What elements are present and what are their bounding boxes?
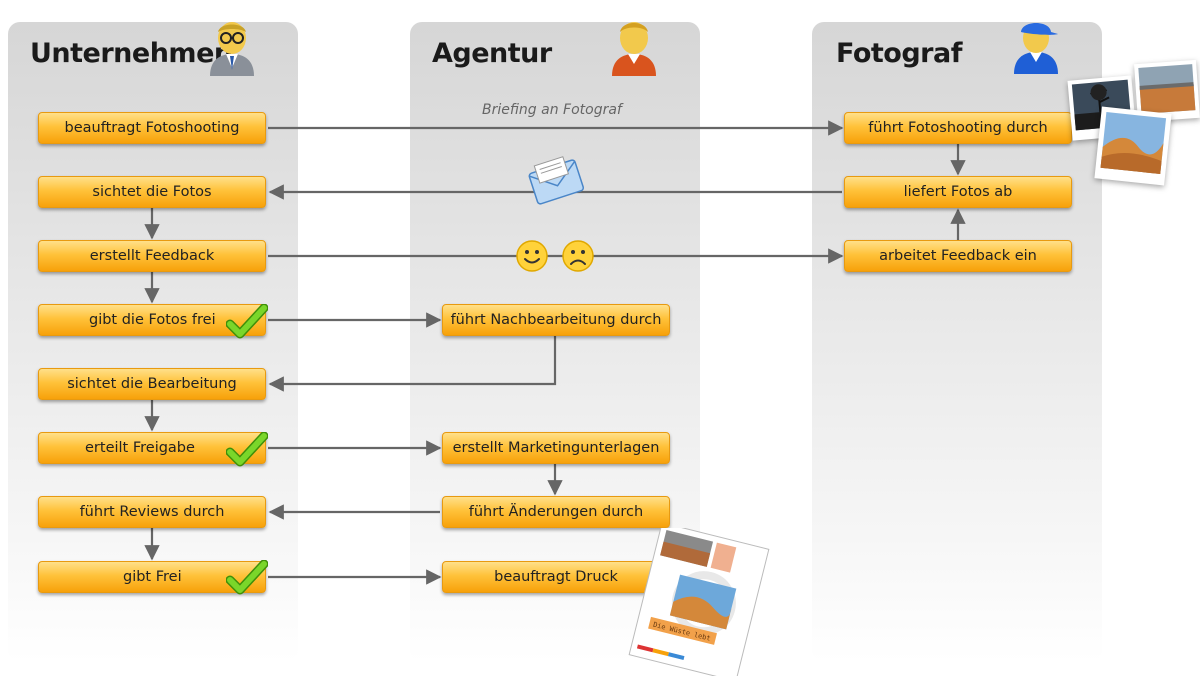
photographer-icon (1014, 23, 1058, 74)
photo-desert-plain (1134, 59, 1200, 123)
checkmark-icon (226, 560, 268, 595)
lane-title-photographer: Fotograf (836, 38, 962, 69)
lane-title-company: Unternehmen (30, 38, 233, 69)
checkmark-icon (226, 304, 268, 339)
smiley-sad-icon (562, 240, 594, 272)
step-fuehrt-aenderungen-durch: führt Änderungen durch (442, 496, 670, 528)
agent-icon (612, 22, 656, 76)
brochure-image: Die Wüste lebt (628, 528, 770, 676)
step-erteilt-freigabe: erteilt Freigabe (38, 432, 266, 464)
photo-dunes (1094, 106, 1172, 186)
briefing-caption: Briefing an Fotograf (482, 102, 622, 118)
step-beauftragt-druck: beauftragt Druck (442, 561, 670, 593)
step-sichtet-die-bearbeitung: sichtet die Bearbeitung (38, 368, 266, 400)
step-fuehrt-nachbearbeitung-durch: führt Nachbearbeitung durch (442, 304, 670, 336)
step-fuehrt-fotoshooting-durch: führt Fotoshooting durch (844, 112, 1072, 144)
lane-title-agency: Agentur (432, 38, 552, 69)
step-fuehrt-reviews-durch: führt Reviews durch (38, 496, 266, 528)
businessman-icon (210, 22, 254, 76)
step-liefert-fotos-ab: liefert Fotos ab (844, 176, 1072, 208)
envelope-icon (528, 156, 585, 205)
smiley-happy-icon (516, 240, 548, 272)
step-erstellt-marketingunterlagen: erstellt Marketingunterlagen (442, 432, 670, 464)
step-erstellt-feedback: erstellt Feedback (38, 240, 266, 272)
step-beauftragt-fotoshooting: beauftragt Fotoshooting (38, 112, 266, 144)
checkmark-icon (226, 432, 268, 467)
step-arbeitet-feedback-ein: arbeitet Feedback ein (844, 240, 1072, 272)
step-sichtet-die-fotos: sichtet die Fotos (38, 176, 266, 208)
